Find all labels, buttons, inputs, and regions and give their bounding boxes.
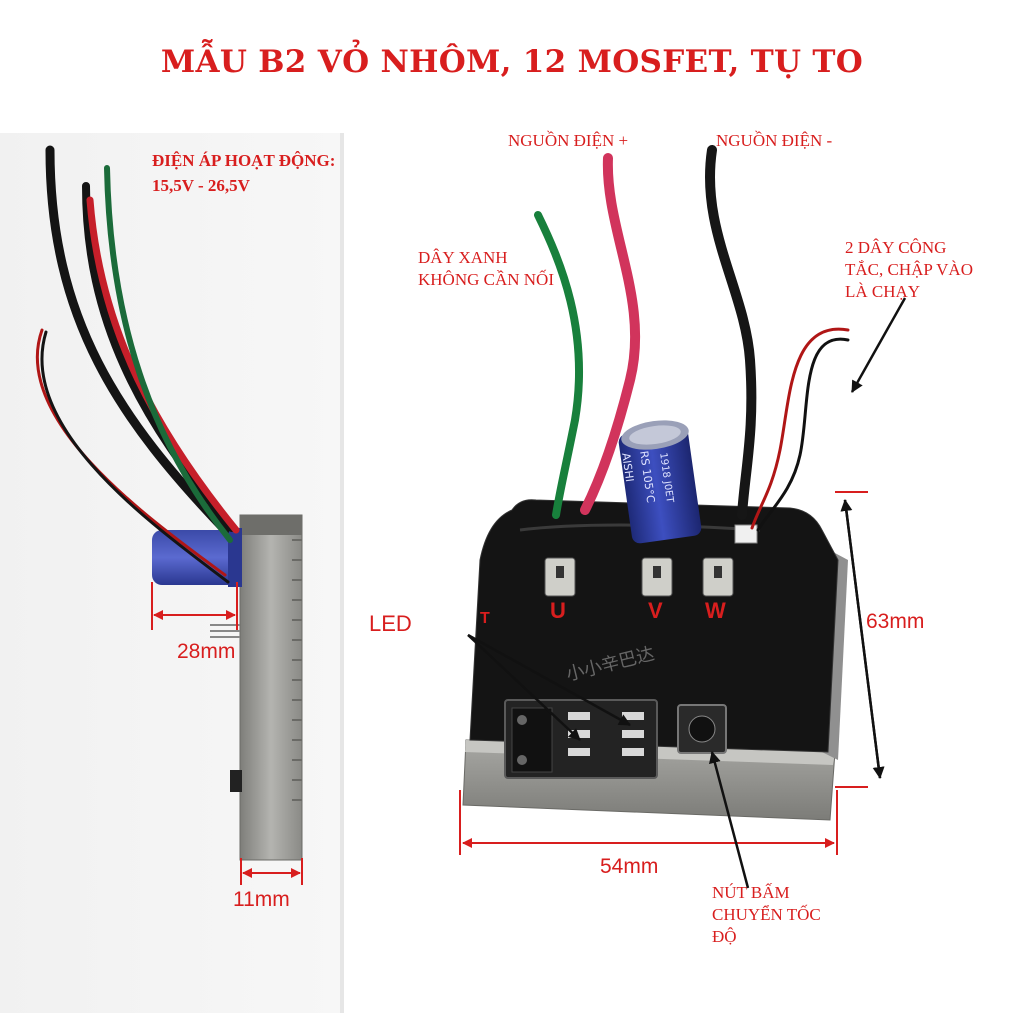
terminal-w-label: W (705, 598, 726, 623)
dim-thickness: 11mm (233, 888, 290, 911)
label-button-2: CHUYỂN TỐC (712, 905, 821, 924)
label-switch-3: LÀ CHẠY (845, 282, 921, 301)
top-view-module (462, 499, 848, 821)
dim-width: 54mm (600, 855, 659, 878)
label-power-plus: NGUỒN ĐIỆN + (508, 131, 629, 150)
label-button-1: NÚT BẤM (712, 883, 790, 902)
speed-button (677, 704, 727, 754)
terminal-t-label: T (480, 610, 490, 627)
label-led: LED (369, 611, 412, 636)
label-power-minus: NGUỒN ĐIỆN - (716, 131, 833, 150)
top-view-wires (534, 145, 850, 532)
label-switch-2: TẮC, CHẬP VÀO (845, 260, 973, 279)
dimension-lines (151, 491, 868, 885)
dim-height: 63mm (866, 610, 925, 633)
dim-depth: 28mm (177, 640, 236, 663)
page-title: MẪU B2 VỎ NHÔM, 12 MOSFET, TỤ TO (160, 44, 864, 80)
top-capacitor (618, 420, 702, 544)
side-view-wires (35, 145, 240, 584)
label-green-wire-2: KHÔNG CẦN NỐI (418, 270, 554, 289)
callout-arrows (467, 297, 907, 889)
label-switch-1: 2 DÂY CÔNG (845, 238, 947, 257)
terminal-v-label: V (648, 598, 663, 623)
terminal-tabs (544, 557, 734, 597)
switch-connector (734, 524, 758, 544)
led-block (504, 699, 658, 779)
voltage-title: ĐIỆN ÁP HOẠT ĐỘNG: (152, 151, 336, 170)
voltage-range: 15,5V - 26,5V (152, 176, 250, 195)
label-green-wire-1: DÂY XANH (418, 248, 508, 267)
label-button-3: ĐỘ (712, 927, 737, 946)
terminal-u-label: U (550, 598, 566, 623)
